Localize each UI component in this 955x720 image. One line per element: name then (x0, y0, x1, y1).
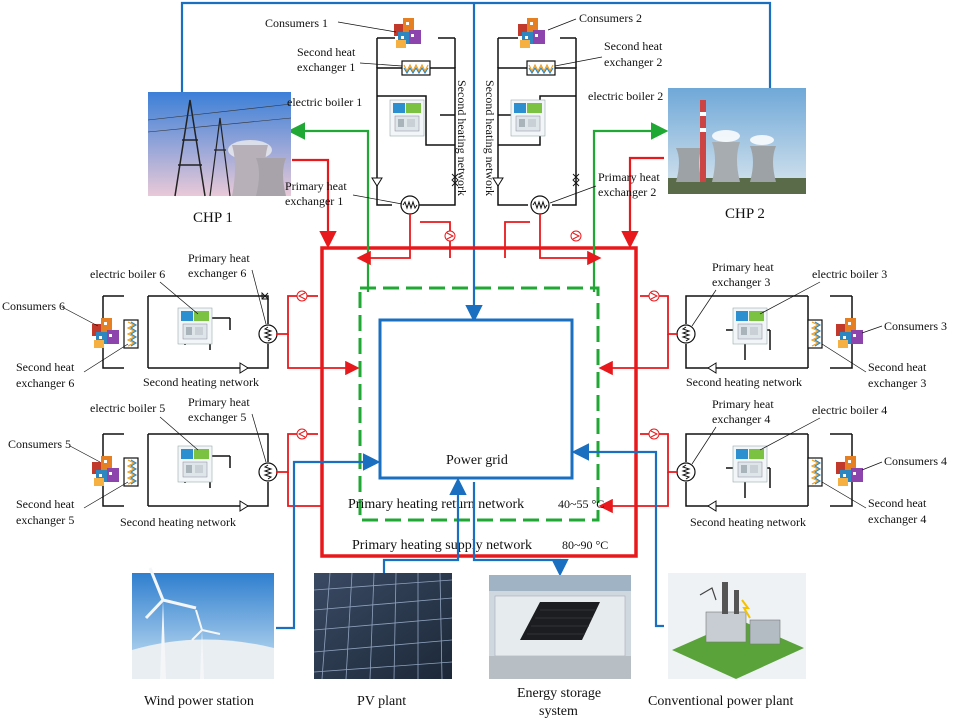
consumers-1-label: Consumers 1 (265, 16, 328, 30)
she-6-line2: exchanger 6 (16, 376, 74, 390)
she-4-line1: Second heat (868, 496, 927, 510)
chp2-label: CHP 2 (725, 206, 765, 222)
consumers-2-label: Consumers 2 (579, 11, 642, 25)
supply-temp-label: 80~90 °C (562, 538, 608, 552)
substation-6 (92, 290, 360, 376)
consumers-5-label: Consumers 5 (8, 437, 71, 451)
chp1-image (147, 92, 292, 197)
primary-return-network-loop (358, 286, 600, 522)
she-5-line2: exchanger 5 (16, 513, 74, 527)
phe-1-line1: Primary heat (285, 179, 347, 193)
phe-3-line2: exchanger 3 (712, 275, 770, 289)
phe-6-line2: exchanger 6 (188, 266, 246, 280)
second-network-5-label: Second heating network (120, 515, 236, 529)
consumers-6-label: Consumers 6 (2, 299, 65, 313)
second-network-1-label: Second heating network (455, 80, 469, 196)
phe-3-line1: Primary heat (712, 260, 774, 274)
she-4-line2: exchanger 4 (868, 512, 926, 526)
she-2-line1: Second heat (604, 39, 663, 53)
phe-2-line2: exchanger 2 (598, 185, 656, 199)
storage-label-line2: system (539, 704, 578, 719)
chp2-links (592, 122, 669, 292)
second-network-4-label: Second heating network (690, 515, 806, 529)
conventional-plant-label: Conventional power plant (648, 694, 794, 709)
she-1-line2: exchanger 1 (297, 60, 355, 74)
storage-image (489, 575, 631, 679)
return-temp-label: 40~55 °C (558, 497, 604, 511)
chp1-label: CHP 1 (193, 210, 233, 226)
conventional-plant-image (668, 573, 806, 679)
she-1-line1: Second heat (297, 45, 356, 59)
return-network-label: Primary heating return network (348, 497, 524, 512)
consumers-3-label: Consumers 3 (884, 319, 947, 333)
boiler-3-label: electric boiler 3 (812, 267, 887, 281)
boiler-2-label: electric boiler 2 (588, 89, 663, 103)
substation-2 (492, 18, 602, 266)
substation-5 (92, 428, 322, 512)
wind-image (132, 567, 274, 679)
pv-image (313, 572, 453, 680)
chp1-links (287, 122, 370, 292)
boiler-4-label: electric boiler 4 (812, 403, 887, 417)
second-network-2-label: Second heating network (483, 80, 497, 196)
chp2-image (668, 88, 806, 194)
phe-5-line1: Primary heat (188, 395, 250, 409)
phe-1-line2: exchanger 1 (285, 194, 343, 208)
wind-label: Wind power station (144, 694, 254, 709)
boiler-5-label: electric boiler 5 (90, 401, 165, 415)
storage-label-line1: Energy storage (517, 686, 601, 701)
substation-1 (356, 18, 459, 266)
primary-supply-network-loop (320, 246, 638, 558)
she-2-line2: exchanger 2 (604, 55, 662, 69)
second-network-6-label: Second heating network (143, 375, 259, 389)
boiler-1-label: electric boiler 1 (287, 95, 362, 109)
pv-label: PV plant (357, 694, 406, 709)
she-5-line1: Second heat (16, 497, 75, 511)
substation-4 (598, 428, 863, 514)
power-top-links (180, 1, 772, 323)
consumers-4-label: Consumers 4 (884, 454, 947, 468)
second-network-3-label: Second heating network (686, 375, 802, 389)
substation-3 (598, 290, 863, 376)
power-grid-label: Power grid (446, 453, 508, 468)
phe-4-line2: exchanger 4 (712, 412, 770, 426)
she-6-line1: Second heat (16, 360, 75, 374)
phe-5-line2: exchanger 5 (188, 410, 246, 424)
she-3-line1: Second heat (868, 360, 927, 374)
phe-6-line1: Primary heat (188, 251, 250, 265)
phe-2-line1: Primary heat (598, 170, 660, 184)
supply-network-label: Primary heating supply network (352, 538, 532, 553)
she-3-line2: exchanger 3 (868, 376, 926, 390)
boiler-6-label: electric boiler 6 (90, 267, 165, 281)
phe-4-line1: Primary heat (712, 397, 774, 411)
power-bottom-links (276, 443, 664, 630)
power-grid-box (378, 318, 574, 480)
